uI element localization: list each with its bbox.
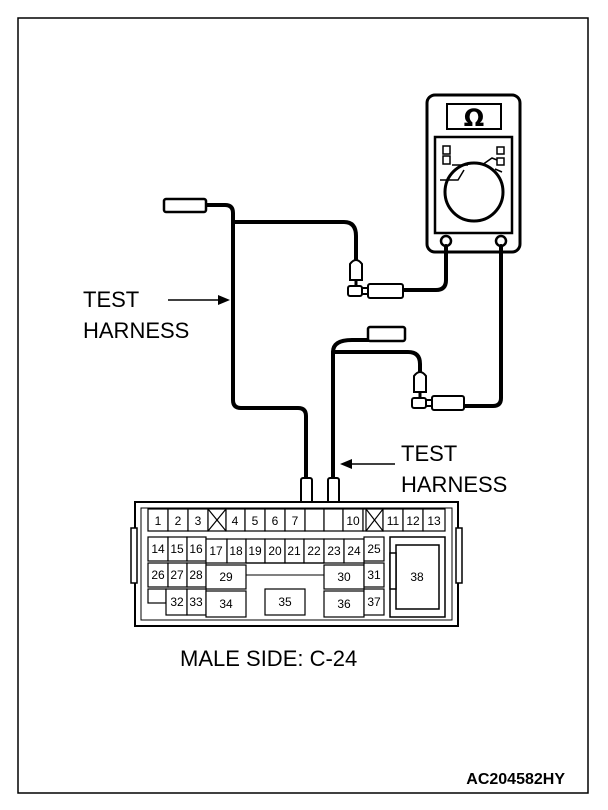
test-harness-label-right-line1: TEST — [401, 441, 457, 466]
pin-20: 20 — [268, 544, 282, 558]
ohmmeter: Ω — [425, 93, 522, 254]
pin-34: 34 — [219, 597, 233, 611]
harness-plug-left — [162, 197, 208, 214]
pin-16: 16 — [189, 542, 203, 556]
pin-25: 25 — [367, 542, 381, 556]
pin-33: 33 — [189, 595, 203, 609]
pin-5: 5 — [252, 514, 259, 528]
probe-clip-left — [347, 259, 404, 299]
pin-14: 14 — [151, 542, 165, 556]
pin-15: 15 — [170, 542, 184, 556]
pin-26: 26 — [151, 568, 165, 582]
pin-6: 6 — [272, 514, 279, 528]
pin-31: 31 — [367, 568, 381, 582]
pin-28: 28 — [189, 568, 203, 582]
pin-37: 37 — [367, 595, 381, 609]
pin-12: 12 — [406, 514, 420, 528]
pin-30: 30 — [337, 570, 351, 584]
test-harness-label-left-line1: TEST — [83, 287, 139, 312]
pin-35: 35 — [278, 595, 292, 609]
pin-19: 19 — [248, 544, 262, 558]
pin-17: 17 — [209, 544, 223, 558]
pin-36: 36 — [337, 597, 351, 611]
pin-38: 38 — [410, 570, 424, 584]
wires — [203, 203, 503, 480]
pin-7: 7 — [292, 514, 299, 528]
meter-display — [446, 103, 502, 130]
pin-21: 21 — [287, 544, 301, 558]
pin-13: 13 — [427, 514, 441, 528]
connector-caption: MALE SIDE: C-24 — [180, 646, 357, 671]
pin-11: 11 — [387, 514, 400, 528]
pin-18: 18 — [229, 544, 243, 558]
pin-3: 3 — [195, 514, 202, 528]
pin-1: 1 — [155, 514, 162, 528]
pin-24: 24 — [347, 544, 361, 558]
pin-2: 2 — [175, 514, 182, 528]
ohm-symbol: Ω — [464, 104, 484, 132]
label-arrows — [168, 295, 395, 469]
range-dial — [443, 161, 505, 223]
figure-frame — [17, 17, 589, 794]
pin-27: 27 — [170, 568, 184, 582]
harness-plug-right — [366, 325, 407, 343]
pin-23: 23 — [327, 544, 341, 558]
pin-32: 32 — [170, 595, 184, 609]
pin-10: 10 — [346, 514, 360, 528]
test-harness-label-right-line2: HARNESS — [401, 472, 507, 497]
connector-c24: 1 2 3 4 5 6 7 10 11 12 13 14 15 16 17 18… — [130, 501, 463, 627]
pin-29: 29 — [219, 570, 233, 584]
pin-4: 4 — [232, 514, 239, 528]
test-harness-label-left-line2: HARNESS — [83, 318, 189, 343]
probe-clip-right — [411, 371, 465, 411]
pin-22: 22 — [307, 544, 321, 558]
figure-code: AC204582HY — [466, 771, 565, 788]
